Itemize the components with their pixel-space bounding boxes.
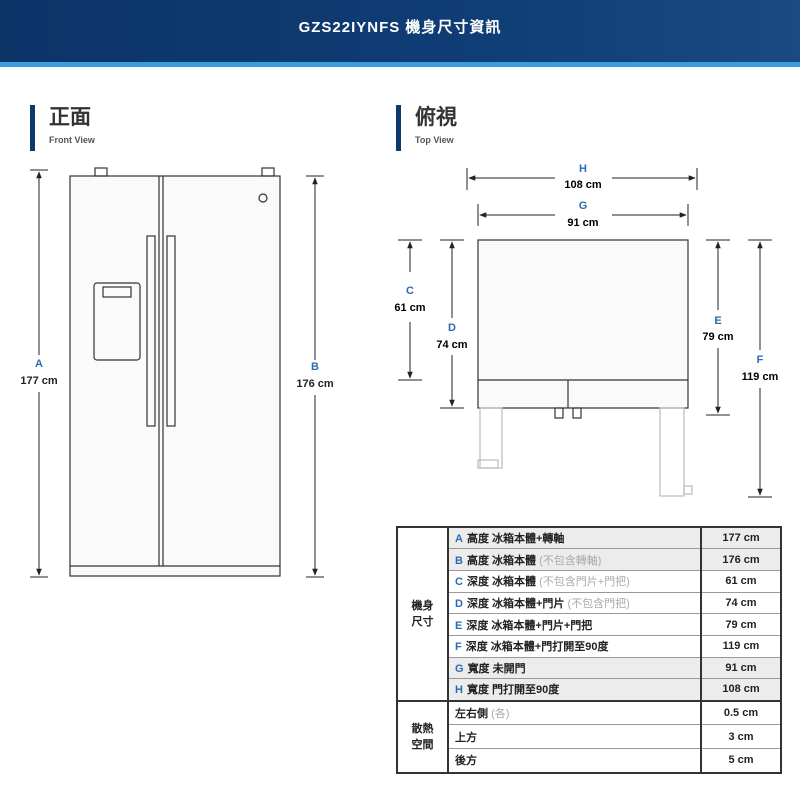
row-desc: 深度 冰箱本體	[466, 576, 537, 589]
row-letter: A	[455, 533, 463, 546]
fridge-top-drawing	[477, 239, 693, 497]
row-desc: 深度 冰箱本體+門片	[466, 597, 565, 610]
dim-a-value: 177 cm	[20, 375, 58, 387]
dim-e-value: 79 cm	[702, 331, 733, 343]
row-letter: C	[455, 576, 463, 589]
row-value: 177 cm	[700, 526, 782, 550]
table-row: 後方 5 cm	[397, 748, 782, 773]
dim-a-letter: A	[35, 358, 43, 370]
row-note: (不包含門片+門把)	[539, 576, 630, 589]
group-cell-body: 機身尺寸	[396, 526, 449, 701]
row-note: (不包含轉軸)	[539, 554, 602, 567]
dim-b-letter: B	[311, 361, 319, 373]
row-desc: 寬度 未開門	[467, 662, 526, 675]
row-value: 79 cm	[700, 613, 782, 636]
dimension-f: F 119 cm	[742, 239, 779, 498]
dim-f-letter: F	[757, 354, 764, 366]
dim-c-letter: C	[406, 285, 414, 297]
dim-h-letter: H	[579, 163, 587, 175]
row-desc: 寬度 門打開至90度	[466, 684, 560, 697]
dimension-b: B 176 cm	[296, 175, 334, 578]
dimension-a: A 177 cm	[20, 169, 58, 578]
top-view-heading: 俯視 Top View	[396, 105, 457, 151]
page-title: GZS22IYNFS 機身尺寸資訊	[298, 19, 502, 36]
row-value: 176 cm	[700, 548, 782, 571]
dim-b-value: 176 cm	[296, 378, 334, 390]
front-view-subtitle: Front View	[49, 135, 95, 145]
row-description: 左右側 (各)	[447, 699, 702, 725]
row-desc: 高度 冰箱本體+轉軸	[466, 533, 565, 546]
fridge-front-drawing	[69, 167, 281, 577]
dimension-d: D 74 cm	[436, 239, 468, 409]
row-desc: 深度 冰箱本體+門片+門把	[466, 619, 593, 632]
row-letter: D	[455, 597, 463, 610]
group-cell-heat: 散熱空間	[396, 699, 449, 773]
table-row: 散熱空間左右側 (各)0.5 cm	[396, 699, 782, 773]
top-view-title: 俯視	[415, 106, 457, 129]
top-view-subtitle: Top View	[415, 135, 454, 145]
group-label-heat: 散熱空間	[411, 722, 434, 751]
row-letter: F	[455, 641, 462, 654]
dimension-e: E 79 cm	[702, 239, 734, 416]
row-value: 0.5 cm	[700, 699, 782, 725]
dim-d-letter: D	[448, 322, 456, 334]
header-banner: GZS22IYNFS 機身尺寸資訊	[0, 0, 800, 62]
header-stripe	[0, 62, 800, 67]
dim-g-letter: G	[579, 200, 588, 212]
group-label-body: 機身尺寸	[411, 599, 434, 628]
dim-h-value: 108 cm	[564, 179, 602, 191]
row-value: 119 cm	[700, 634, 782, 658]
row-value: 74 cm	[700, 591, 782, 615]
row-letter: H	[455, 684, 463, 697]
dim-f-value: 119 cm	[742, 371, 779, 383]
row-value: 91 cm	[700, 656, 782, 680]
row-value: 5 cm	[700, 748, 782, 773]
dim-g-value: 91 cm	[567, 217, 598, 229]
row-note: (各)	[491, 707, 510, 720]
row-desc: 左右側	[455, 707, 488, 720]
row-letter: E	[455, 619, 463, 632]
row-description: 後方	[447, 748, 702, 773]
dimension-g: G 91 cm	[477, 200, 689, 229]
row-value: 3 cm	[700, 724, 782, 749]
front-view-title: 正面	[49, 106, 91, 129]
row-value: 108 cm	[700, 678, 782, 701]
row-desc: 高度 冰箱本體	[466, 554, 537, 567]
row-description: 上方	[447, 724, 702, 749]
dimension-c: C 61 cm	[394, 239, 426, 381]
dim-d-value: 74 cm	[436, 339, 467, 351]
row-letter: G	[455, 662, 464, 675]
table-row: 上方 3 cm	[397, 724, 782, 749]
dim-c-value: 61 cm	[394, 302, 425, 314]
dimension-h: H 108 cm	[466, 163, 698, 191]
row-desc: 深度 冰箱本體+門打開至90度	[465, 641, 609, 654]
row-note: (不包含門把)	[567, 597, 630, 610]
row-desc: 上方	[455, 731, 477, 744]
row-desc: 後方	[455, 755, 477, 768]
row-value: 61 cm	[700, 569, 782, 593]
front-view-heading: 正面 Front View	[30, 105, 95, 151]
row-letter: B	[455, 554, 463, 567]
dim-e-letter: E	[714, 315, 721, 327]
